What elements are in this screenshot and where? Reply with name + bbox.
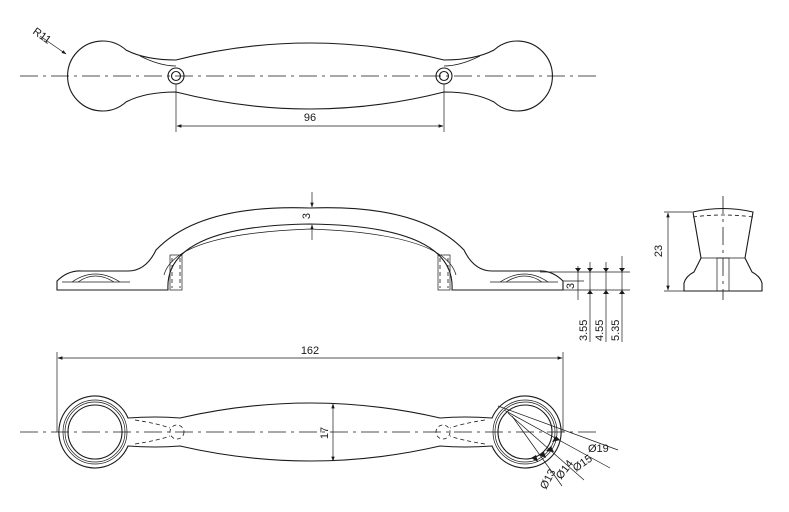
right-base-boss-inner — [505, 275, 543, 283]
front-view-outline — [56, 207, 564, 291]
dim-355-label: 3.55 — [578, 320, 590, 341]
right-hidden-edge — [449, 419, 486, 445]
bottom-view-outline — [58, 395, 562, 469]
left-post-thread — [171, 258, 181, 288]
left-hidden-edge — [134, 419, 171, 445]
d14-leader — [507, 412, 585, 481]
d19-label: Ø19 — [588, 443, 609, 455]
top-view-inner-edge — [443, 55, 481, 67]
top-view: R11 96 — [20, 26, 600, 132]
bottom-view: 162 17 Ø19 Ø15 Ø14 Ø13 — [20, 345, 619, 491]
top-thickness-label: 3 — [301, 213, 313, 219]
height-label: 23 — [653, 245, 665, 257]
d13-leader — [511, 415, 563, 487]
d19-leader — [497, 405, 619, 451]
left-boss-ring-d14 — [64, 401, 126, 463]
side-view-outline — [683, 207, 763, 292]
d15-label: Ø15 — [571, 453, 595, 475]
left-hidden-hole — [169, 424, 185, 440]
right-base-boss — [499, 273, 549, 283]
top-view-inner-edge — [139, 55, 177, 67]
radius-label: R11 — [30, 26, 53, 47]
side-view: 23 — [653, 196, 763, 300]
side-view-hidden-top — [692, 214, 754, 218]
left-boss-ring-d13 — [67, 404, 123, 460]
top-left-screw-hole-inner — [170, 70, 182, 82]
top-view-outline — [67, 40, 553, 112]
right-boss-ring-d14 — [494, 401, 556, 463]
base-thickness-label: 3 — [565, 283, 577, 289]
left-base-boss-inner — [77, 275, 115, 283]
radius-leader — [39, 35, 67, 55]
front-view-inner-arch — [163, 228, 457, 276]
dim-535-label: 5.35 — [610, 320, 622, 341]
grip-width-label: 17 — [319, 427, 331, 439]
top-right-screw-hole-inner — [438, 70, 450, 82]
right-boss-ring-d13 — [497, 404, 553, 460]
right-post-thread — [439, 258, 449, 288]
dim-455-label: 4.55 — [594, 320, 606, 341]
overall-length-label: 162 — [301, 345, 319, 357]
left-boss-ring-d15 — [62, 399, 128, 465]
hole-spacing-label: 96 — [304, 112, 316, 124]
left-base-boss — [71, 273, 121, 283]
right-hidden-hole — [435, 424, 451, 440]
left-post — [169, 254, 183, 291]
right-boss-ring-d15 — [492, 399, 558, 465]
front-view: 3 3 3.55 4.55 5.35 — [56, 192, 630, 342]
right-post — [437, 254, 451, 291]
